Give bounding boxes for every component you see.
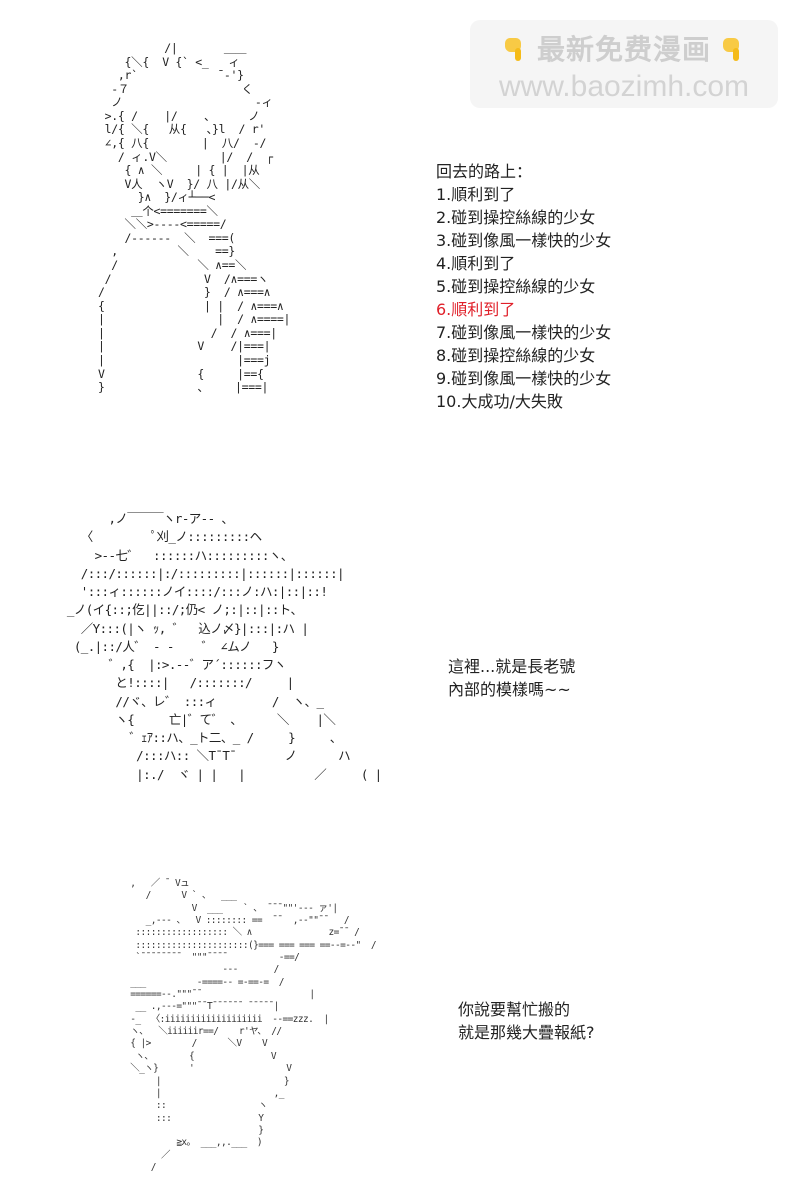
- watermark-url: www.baozimh.com: [498, 70, 750, 103]
- list-item: 8.碰到操控絲線的少女: [436, 346, 596, 365]
- ascii-art-character-2: ,ノ￣￣￣ヽr-ア-- 、 〈 ﾟ刈_ノ:::::::::ヘ >--七゛ :::…: [66, 511, 382, 782]
- pointing-down-hand-icon: [504, 36, 526, 62]
- caption-line: 內部的模樣嗎~~: [448, 680, 571, 699]
- list-item-highlighted: 6.順利到了: [436, 300, 516, 319]
- pointing-down-hand-icon: [722, 36, 744, 62]
- panel1-caption: 回去的路上： 1.順利到了 2.碰到操控絲線的少女 3.碰到像風一樣快的少女 4…: [436, 160, 611, 413]
- watermark-title-text: 最新免费漫画: [536, 33, 711, 66]
- list-item: 3.碰到像風一樣快的少女: [436, 231, 612, 250]
- panel2-caption: 這裡...就是長老號 內部的模樣嗎~~: [448, 655, 575, 701]
- caption-line: 這裡...就是長老號: [448, 657, 576, 676]
- caption-line: 你說要幫忙搬的: [458, 1000, 571, 1019]
- ascii-art-character-3: , ／ ¯ Vュ / V ` 、 ___ V ___ ` 、 ¯¯¯""'---…: [130, 878, 376, 1173]
- watermark-title: 最新免费漫画: [470, 28, 778, 68]
- list-item: 7.碰到像風一樣快的少女: [436, 323, 612, 342]
- list-item: 2.碰到操控絲線的少女: [436, 208, 596, 227]
- panel3-caption: 你說要幫忙搬的 就是那幾大疊報紙?: [458, 998, 595, 1044]
- list-item: 9.碰到像風一樣快的少女: [436, 369, 612, 388]
- list-item: 5.碰到操控絲線的少女: [436, 277, 596, 296]
- list-item: 10.大成功/大失敗: [436, 392, 563, 411]
- site-watermark: 最新免费漫画 www.baozimh.com: [470, 20, 778, 108]
- caption-line: 就是那幾大疊報紙?: [458, 1023, 595, 1042]
- ascii-art-character-1: /| ＿＿ {＼{ V {` <_ ィ ,r` ̄ -'} -７ く ノ -ィ …: [98, 41, 291, 395]
- caption-title: 回去的路上：: [436, 162, 533, 181]
- list-item: 1.順利到了: [436, 185, 516, 204]
- list-item: 4.順利到了: [436, 254, 516, 273]
